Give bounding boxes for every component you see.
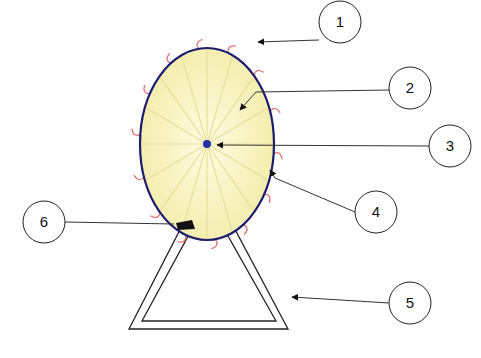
buckets — [132, 39, 282, 249]
callout-circles — [23, 1, 471, 324]
pawl — [176, 220, 195, 230]
callout-number: 3 — [432, 136, 468, 156]
wheel-rim — [140, 48, 274, 240]
leader-lines — [65, 40, 429, 303]
callout-number: 4 — [358, 202, 394, 222]
axle — [203, 140, 211, 148]
wheel-disc — [140, 48, 274, 240]
callout-number: 1 — [322, 12, 358, 32]
callout-number: 2 — [392, 78, 428, 98]
spokes — [140, 48, 274, 240]
callout-number: 6 — [26, 212, 62, 232]
callout-number: 5 — [392, 293, 428, 313]
